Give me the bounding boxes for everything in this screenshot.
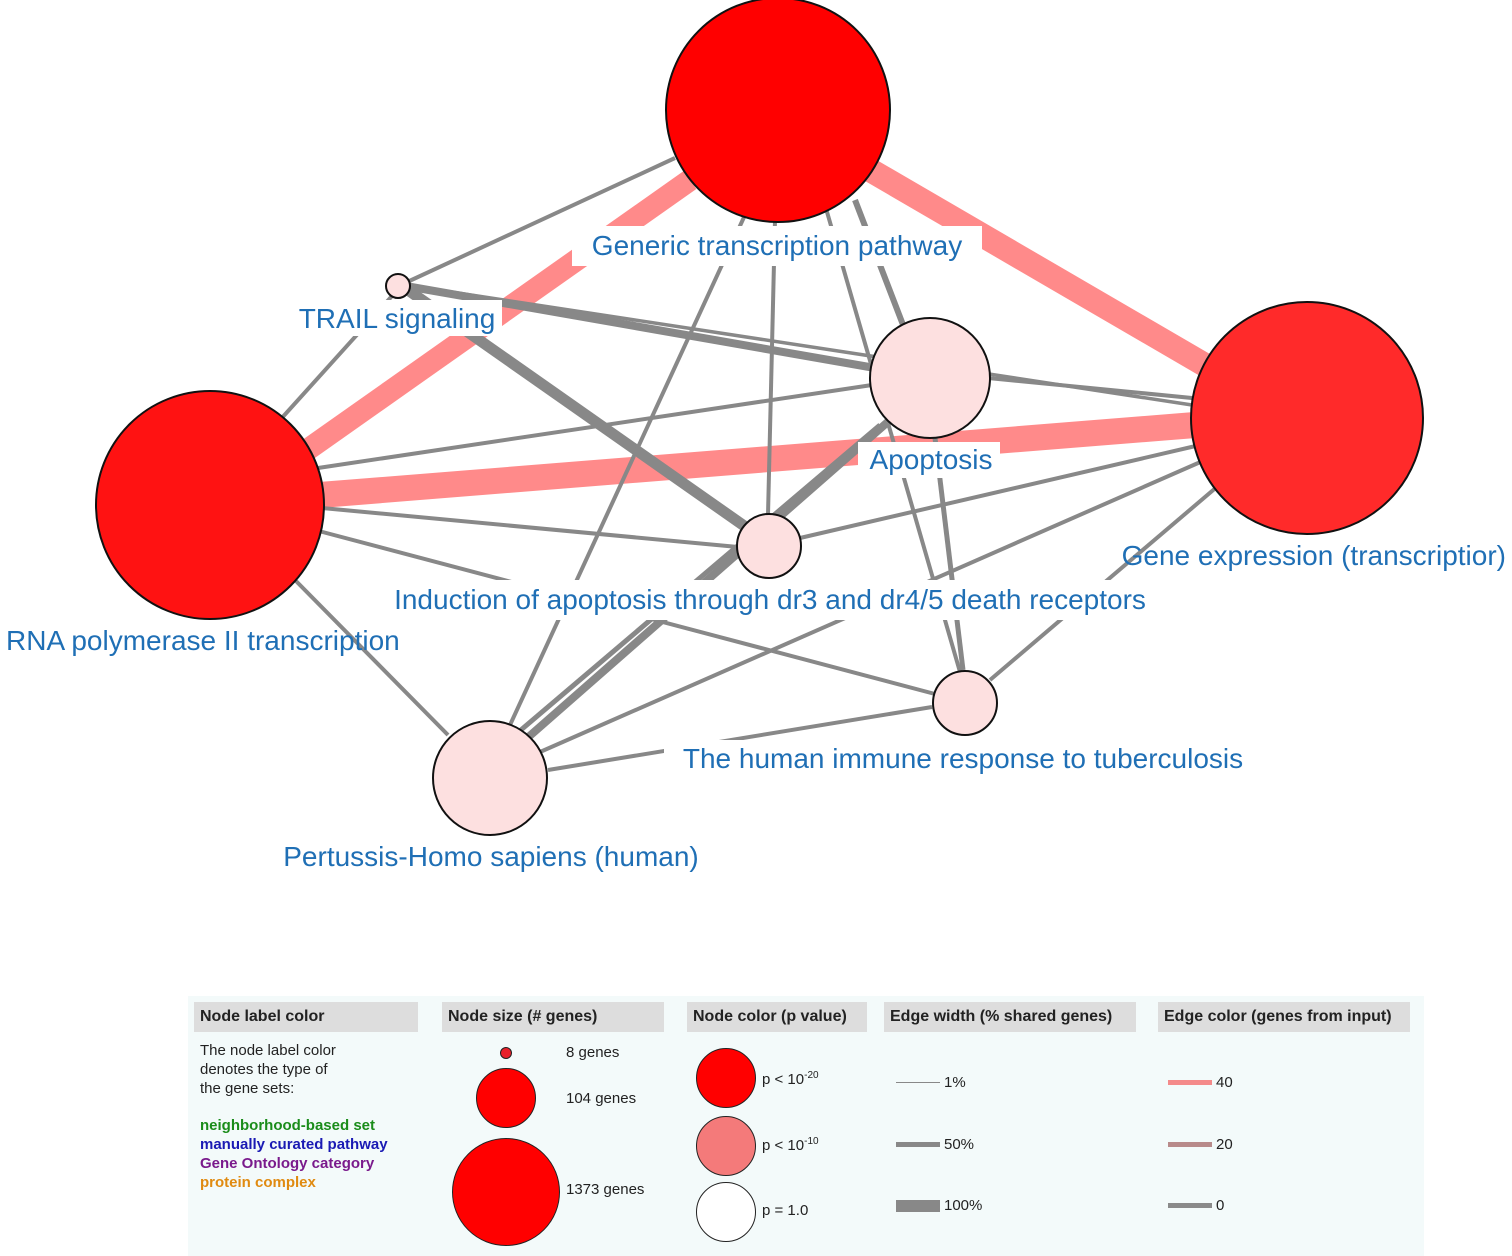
legend-color-p10-circle [696,1116,756,1176]
edge-generic-pertussis [508,214,747,726]
edge-pertussis-tb [547,705,933,772]
node-generic-transcription [665,0,891,223]
edge-trail-generic [404,156,676,285]
legend-edge-width-50 [896,1142,940,1147]
label-generic-transcription: Generic transcription pathway [592,230,962,261]
legend-type-curated: manually curated pathway [200,1136,388,1153]
legend-color-p20-circle [696,1048,756,1108]
legend-size-8: 8 genes [566,1044,620,1061]
node-tuberculosis [932,670,998,736]
legend-size-small-circle [500,1047,512,1059]
legend-type-go: Gene Ontology category [200,1155,375,1172]
legend-size-medium-circle [476,1068,536,1128]
legend-edge-color-20-label: 20 [1216,1136,1233,1153]
legend-edge-color-40-label: 40 [1216,1074,1233,1091]
legend-heading-edge-color: Edge color (genes from input) [1158,1002,1410,1032]
legend-edge-color-20 [1168,1142,1212,1147]
legend-heading-label-color: Node label color [194,1002,418,1032]
edge-trail-apoptosis [399,281,876,372]
edge-rna-pol-induction [321,506,739,549]
legend-heading-edge-width: Edge width (% shared genes) [884,1002,1136,1032]
legend-edge-color-0 [1168,1203,1212,1208]
legend-color-p20: p < 10-20 [762,1070,819,1088]
node-trail-signaling [385,273,411,299]
gene-set-network: Generic transcription pathway TRAIL sign… [6,0,1506,872]
legend-label-color-desc-3: the gene sets: [200,1080,295,1097]
legend-color-p10: p < 10-10 [762,1136,819,1154]
node-induction-apoptosis [736,513,802,579]
edge-generic-induction [766,219,777,516]
label-induction-apoptosis: Induction of apoptosis through dr3 and d… [394,584,1146,615]
legend-edge-width-100 [896,1200,940,1212]
network-edges [278,156,1227,772]
label-trail-signaling: TRAIL signaling [299,303,496,334]
legend-color-p1: p = 1.0 [762,1202,809,1219]
edge-generic-gene-expr [863,159,1212,376]
node-gene-expression [1190,301,1424,535]
node-apoptosis [869,317,991,439]
legend-edge-width-1 [896,1082,940,1083]
legend-size-1373: 1373 genes [566,1181,645,1198]
legend-type-neighborhood: neighborhood-based set [200,1117,376,1134]
legend-heading-node-size: Node size (# genes) [442,1002,664,1032]
network-nodes [95,0,1424,836]
legend-size-large-circle [452,1138,560,1246]
legend-color-p1-circle [696,1182,756,1242]
legend-edge-width-1-label: 1% [944,1074,966,1091]
legend-edge-width-50-label: 50% [944,1136,975,1153]
node-pertussis [432,720,548,836]
legend-label-color-desc-2: denotes the type of [200,1061,328,1078]
legend-size-104: 104 genes [566,1090,637,1107]
legend-heading-node-color: Node color (p value) [687,1002,867,1032]
network-labels: Generic transcription pathway TRAIL sign… [6,226,1506,872]
label-apoptosis: Apoptosis [870,444,993,475]
node-rna-polymerase [95,390,325,620]
legend-panel: Node label color The node label color de… [188,996,1424,1256]
legend-label-color-desc-1: The node label color [200,1042,336,1059]
edge-apoptosis-gene-expr [987,376,1193,400]
edge-rna-pol-pertussis [293,578,450,737]
legend-edge-color-0-label: 0 [1216,1197,1225,1214]
label-tuberculosis: The human immune response to tuberculosi… [683,743,1243,774]
legend-edge-color-40 [1168,1080,1212,1085]
edge-induction-gene-expr [799,443,1201,540]
legend-edge-width-100-label: 100% [944,1197,983,1214]
legend-type-complex: protein complex [200,1174,316,1191]
label-gene-expression: Gene expression (transcriptior) [1122,540,1506,571]
edge-rna-pol-gene-expr [318,412,1197,508]
label-rna-polymerase: RNA polymerase II transcription [6,625,400,656]
edge-rna-pol-apoptosis [317,383,873,470]
label-pertussis: Pertussis-Homo sapiens (human) [283,841,699,872]
